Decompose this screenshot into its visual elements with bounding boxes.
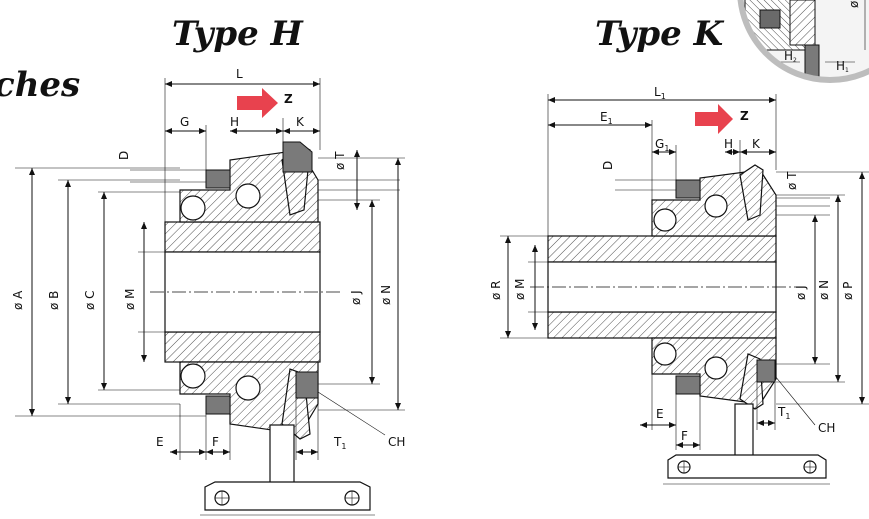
dim-H-k: H [724,137,733,151]
type-h-drawing: L G H K Z D ø T ø A ø B ø C [11,67,405,516]
type-k-bearing-ball [704,356,728,380]
type-k-hub-top [547,235,777,263]
dim-CH: CH [388,435,405,449]
type-k-stand-post [734,403,754,461]
dim-F-k: F [681,429,688,443]
z-direction-arrow [695,104,733,134]
type-k-bearing-ball [653,208,677,232]
dim-N-k: ø N [817,280,831,300]
type-h-bolt [295,371,319,399]
inset-H2: H2 [784,49,797,64]
dim-Z: Z [284,92,293,106]
dim-T1: T1 [333,435,346,451]
type-h-flange-bottom [205,395,231,415]
dim-J: ø J [349,290,363,305]
dim-F: F [212,435,219,449]
type-k-bearing-ball [704,194,728,218]
type-k-flange-bottom [675,375,701,395]
type-k-drawing: L1 E1 G1 H K Z D ø T ø R ø M [489,85,869,485]
dim-E1: E1 [600,110,613,126]
dim-L: L [236,67,243,81]
dim-G1: G1 [655,137,669,153]
dim-T-k: ø T [785,171,799,190]
dim-L1: L1 [654,85,666,101]
type-h-hub-top [164,221,321,253]
dim-T: ø T [333,151,347,170]
dim-C: ø C [83,290,97,310]
dim-H: H [230,115,239,129]
type-h-lever-top [282,141,313,173]
type-k-bearing-ball [653,342,677,366]
dim-G: G [180,115,189,129]
z-direction-arrow [237,88,278,118]
type-h-stand-post [269,424,295,488]
inset-H1: H1 [836,59,849,74]
type-h-bearing-ball [235,375,261,401]
dim-E-k: E [656,407,664,421]
dim-A: ø A [11,290,25,310]
type-h-bearing-ball [180,195,206,221]
dim-R: ø R [489,281,503,301]
type-h-bearing-ball [235,183,261,209]
type-h-title: Type H [172,14,305,54]
dim-B: ø B [47,291,61,310]
dim-P: ø P [841,282,855,300]
dim-M-k: ø M [513,278,527,300]
type-k-hub-bottom [547,311,777,339]
dim-N: ø N [379,285,393,305]
type-k-base [667,454,827,479]
type-k-title: Type K [595,14,725,54]
type-h-hub-bottom [164,331,321,363]
inset-phi: ø [847,1,861,8]
partial-title: ches [0,65,80,105]
dim-K-k: K [752,137,761,151]
detail-inset: H2 H1 ø [737,0,869,83]
dim-CH-k: CH [818,421,835,435]
dim-Z-k: Z [740,109,749,123]
type-k-spring-top [739,164,764,221]
dim-D-k: D [601,161,615,170]
type-h-bearing-ball [180,363,206,389]
type-h-base [204,481,371,511]
dim-T1-k: T1 [777,405,790,421]
dim-D: D [117,151,131,160]
dim-M: ø M [123,288,137,310]
dim-E: E [156,435,164,449]
type-k-flange-top [675,179,701,199]
type-h-flange-top [205,169,231,189]
dim-J-k: ø J [794,285,808,300]
type-k-bolt [756,359,776,383]
dim-K: K [296,115,305,129]
